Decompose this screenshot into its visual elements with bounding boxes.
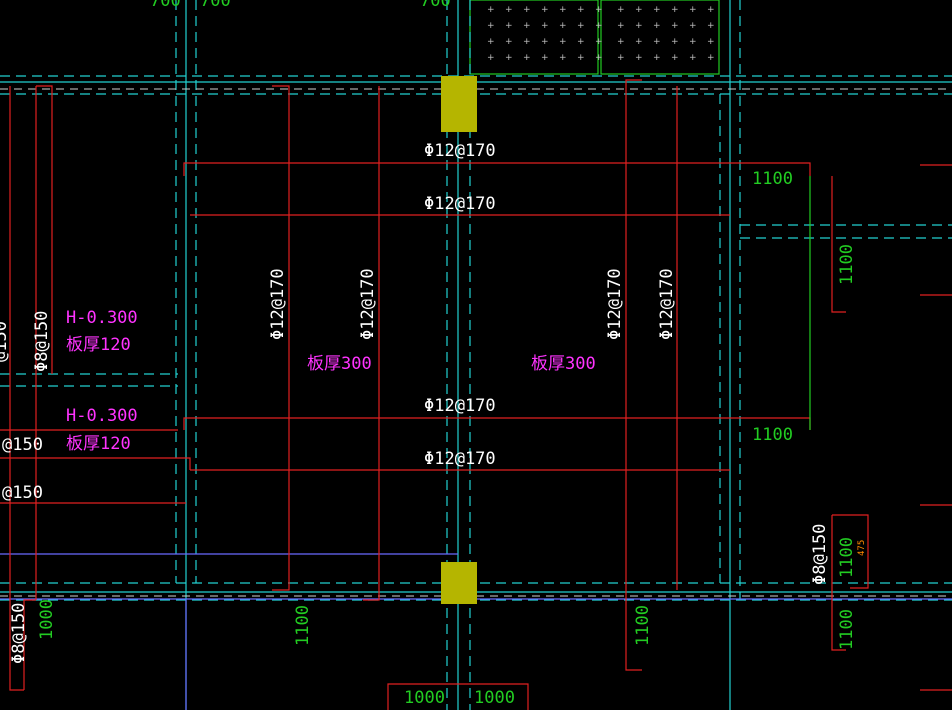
hatch-mark: + <box>523 53 531 63</box>
hatch-mark: + <box>559 21 567 31</box>
column-top[interactable] <box>441 76 477 132</box>
dim-bottom-v2[interactable]: 1100 <box>633 605 653 646</box>
dim-right-h2[interactable]: 1100 <box>752 425 793 445</box>
hatch-mark: + <box>505 53 513 63</box>
rebar-label-top-2[interactable]: Φ12@170 <box>424 194 496 214</box>
rebar-label-bottom-left-vert[interactable]: Φ8@150 <box>9 603 29 664</box>
rebar-label-mid-1[interactable]: Φ12@170 <box>424 396 496 416</box>
hatch-mark: + <box>635 37 643 47</box>
dim-top-a[interactable]: 700 <box>150 0 181 11</box>
hatch-mark: + <box>707 5 715 15</box>
dim-right-v3[interactable]: 1100 <box>837 609 857 650</box>
rebar-label-top-1[interactable]: Φ12@170 <box>424 141 496 161</box>
hatch-mark: + <box>541 37 549 47</box>
hatch-mark: + <box>653 5 661 15</box>
hatch-mark: + <box>689 5 697 15</box>
slab-thick-left-lower[interactable]: 板厚120 <box>66 434 131 454</box>
rebar-label-left-vert-top[interactable]: @150 <box>0 321 11 362</box>
hatched-area-top: + + + + + + + + + + + + + + + + + + + + + + + + + + + + + + + + + + + + + + + +… <box>469 0 720 75</box>
hatch-mark: + <box>671 5 679 15</box>
hatch-mark: + <box>559 37 567 47</box>
hatch-mark: + <box>505 5 513 15</box>
hatch-mark: + <box>523 5 531 15</box>
hatch-mark: + <box>523 37 531 47</box>
hatch-mark: + <box>653 53 661 63</box>
dim-right-v1[interactable]: 1100 <box>837 244 857 285</box>
hatch-mark: + <box>689 37 697 47</box>
rebar-label-right-vert[interactable]: Φ8@150 <box>810 524 830 585</box>
hatch-mark: + <box>487 21 495 31</box>
dim-top-c[interactable]: 700 <box>420 0 451 11</box>
slab-elev-left-lower[interactable]: H-0.300 <box>66 406 138 426</box>
rebar-label-left-vert[interactable]: Φ8@150 <box>32 311 52 372</box>
hatch-mark: + <box>577 5 585 15</box>
hatch-mark: + <box>559 5 567 15</box>
hatch-mark: + <box>595 5 603 15</box>
hatch-mark: + <box>671 21 679 31</box>
dim-right-h1[interactable]: 1100 <box>752 169 793 189</box>
hatch-mark: + <box>559 53 567 63</box>
dim-right-v2-small[interactable]: 475 <box>857 540 867 556</box>
hatch-mark: + <box>541 53 549 63</box>
hatch-mark: + <box>541 5 549 15</box>
hatch-mark: + <box>671 53 679 63</box>
dim-bottom-left[interactable]: 1000 <box>37 599 57 640</box>
hatch-mark: + <box>617 53 625 63</box>
dim-right-v2[interactable]: 1100 <box>837 537 857 578</box>
rebar-label-vert-3[interactable]: Φ12@170 <box>605 268 625 340</box>
hatch-mark: + <box>595 37 603 47</box>
hatch-mark: + <box>689 53 697 63</box>
slab-thick-center-right[interactable]: 板厚300 <box>531 354 596 374</box>
hatch-mark: + <box>577 53 585 63</box>
hatch-mark: + <box>617 21 625 31</box>
rebar-label-vert-1[interactable]: Φ12@170 <box>268 268 288 340</box>
hatch-mark: + <box>487 53 495 63</box>
hatch-mark: + <box>653 37 661 47</box>
hatch-mark: + <box>617 5 625 15</box>
slab-thick-center-left[interactable]: 板厚300 <box>307 354 372 374</box>
dim-bottom-h2[interactable]: 1000 <box>474 688 515 708</box>
hatch-mark: + <box>635 21 643 31</box>
hatch-mark: + <box>653 21 661 31</box>
hatch-mark: + <box>707 53 715 63</box>
slab-elev-left-upper[interactable]: H-0.300 <box>66 308 138 328</box>
dim-bottom-v1[interactable]: 1100 <box>293 605 313 646</box>
hatch-mark: + <box>505 37 513 47</box>
hidden-lines <box>0 88 952 597</box>
hatch-mark: + <box>523 21 531 31</box>
rebar-label-left-h1[interactable]: @150 <box>2 435 43 455</box>
rebar-label-vert-4[interactable]: Φ12@170 <box>657 268 677 340</box>
hatch-mark: + <box>487 37 495 47</box>
rebar-label-mid-2[interactable]: Φ12@170 <box>424 449 496 469</box>
hatch-mark: + <box>487 5 495 15</box>
dim-bottom-h1[interactable]: 1000 <box>404 688 445 708</box>
rebar-lines <box>0 79 952 710</box>
hatch-mark: + <box>635 5 643 15</box>
hatch-mark: + <box>707 37 715 47</box>
slab-thick-left-upper[interactable]: 板厚120 <box>66 335 131 355</box>
hatch-mark: + <box>671 37 679 47</box>
hatch-mark: + <box>635 53 643 63</box>
hatch-mark: + <box>541 21 549 31</box>
hatch-mark: + <box>595 21 603 31</box>
hatch-mark: + <box>689 21 697 31</box>
rebar-label-left-h2[interactable]: @150 <box>2 483 43 503</box>
column-bottom[interactable] <box>441 562 477 604</box>
dim-top-b[interactable]: 700 <box>200 0 231 11</box>
rebar-label-vert-2[interactable]: Φ12@170 <box>358 268 378 340</box>
hatch-mark: + <box>617 37 625 47</box>
hatch-mark: + <box>595 53 603 63</box>
hatch-mark: + <box>577 37 585 47</box>
hatch-mark: + <box>505 21 513 31</box>
hatch-mark: + <box>577 21 585 31</box>
hatch-mark: + <box>707 21 715 31</box>
